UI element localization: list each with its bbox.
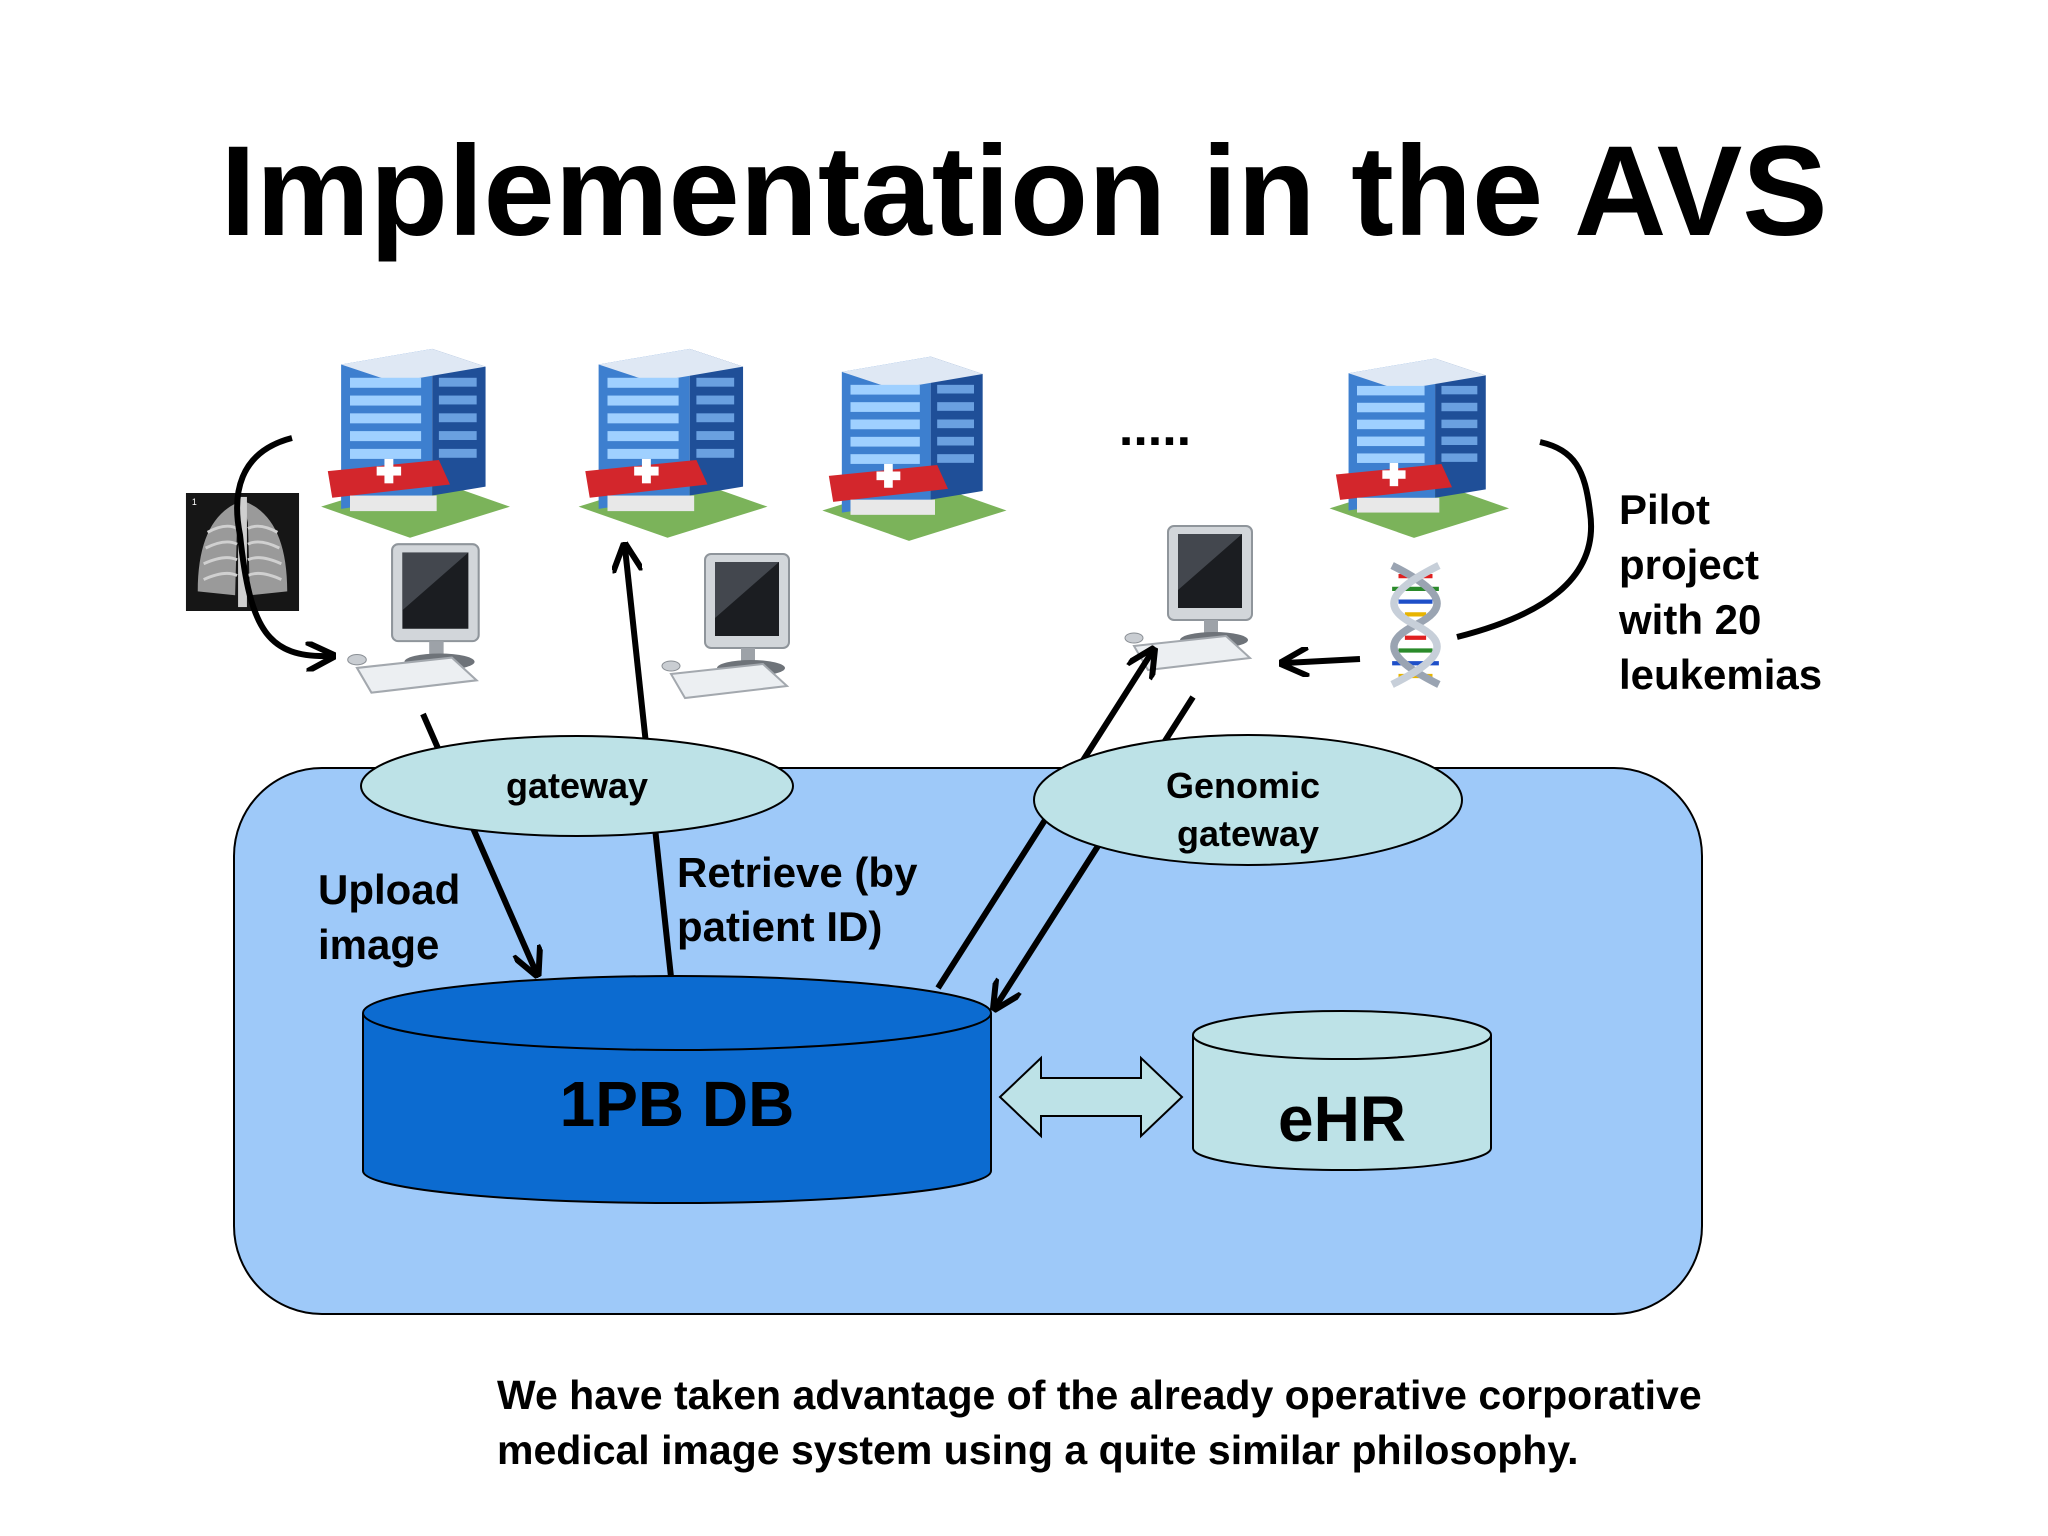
arrow-dna-to-computer <box>1285 659 1361 663</box>
ehr-top <box>1192 1010 1492 1060</box>
slide-caption: We have taken advantage of the already o… <box>497 1372 1702 1473</box>
more-hospitals-ellipsis: ..... <box>1119 399 1191 457</box>
computer-icon <box>346 543 480 694</box>
hospital-icon <box>822 356 1007 541</box>
genomic-gateway-node <box>1033 734 1463 866</box>
db-sync-double-arrow <box>998 1055 1184 1139</box>
gateway-node <box>360 735 794 837</box>
slide-title: Implementation in the AVS <box>220 120 1827 263</box>
curve-arrow-xray <box>234 435 330 656</box>
retrieve-edge-label: Retrieve (by patient ID) <box>677 849 918 950</box>
hospital-icon <box>321 348 510 538</box>
curve-arrow-dna <box>1456 439 1595 640</box>
hospital-icon <box>1329 358 1509 538</box>
ehr-label: eHR <box>1278 1083 1406 1155</box>
main-db-cylinder <box>362 1013 992 1204</box>
computer-icon <box>1123 524 1254 672</box>
genomic-gateway-label: Genomic gateway <box>1166 765 1330 854</box>
hospital-icon <box>578 348 768 538</box>
main-db-top <box>362 975 992 1051</box>
main-db-label: 1PB DB <box>560 1068 795 1140</box>
pilot-note: Pilot project with 20 leukemias <box>1619 486 1823 698</box>
computer-icon <box>660 552 791 700</box>
gateway-label: gateway <box>506 765 648 806</box>
upload-edge-label: Upload image <box>318 866 461 968</box>
ehr-cylinder <box>1192 1035 1492 1171</box>
dna-icon <box>1392 566 1439 685</box>
